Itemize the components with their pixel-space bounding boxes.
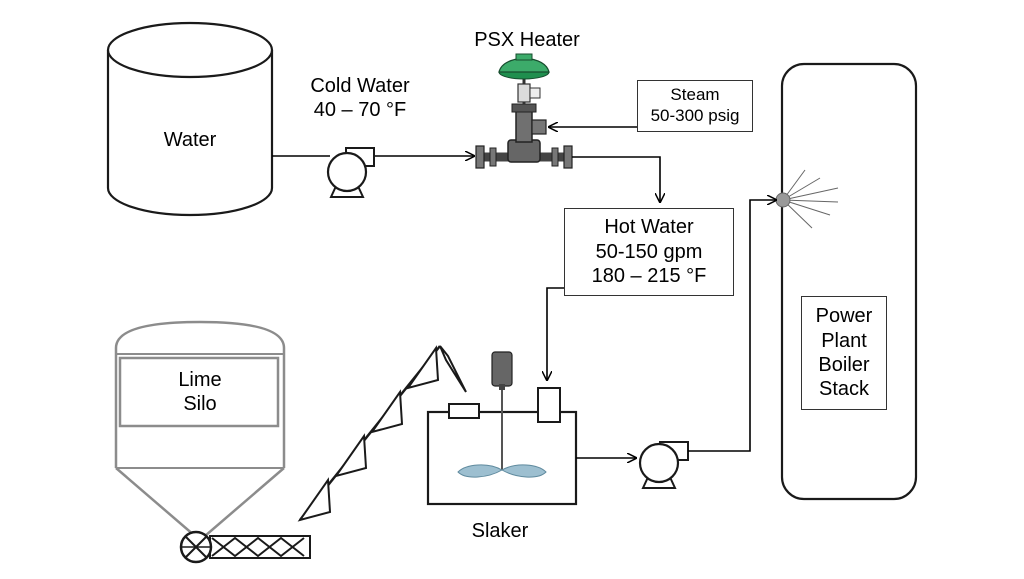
boiler-stack-label-line-4: Stack xyxy=(818,378,870,401)
hot-water-temp-label: 180 – 215 °F xyxy=(591,265,707,288)
boiler-stack-label-line-3: Boiler xyxy=(818,354,870,376)
spray-nozzle-icon xyxy=(775,169,839,229)
boiler-stack-label-line-2: Plant xyxy=(821,329,867,352)
slaker-tank xyxy=(426,351,578,506)
boiler-stack-label-line-1: Power xyxy=(815,305,873,328)
lime-silo-label-line-1: Lime xyxy=(178,369,222,391)
steam-label: Steam xyxy=(670,85,720,105)
cold-water-label: Cold Water 40 – 70 °F xyxy=(290,74,430,123)
screw-conveyor xyxy=(179,530,311,564)
slaker-label: Slaker xyxy=(471,520,529,542)
steam-box: Steam 50-300 psig xyxy=(637,80,753,132)
cold-water-label-line-1: Cold Water xyxy=(310,75,410,97)
psx-heater-title: PSX Heater xyxy=(474,29,580,51)
inclined-conveyor xyxy=(297,345,467,522)
water-tank xyxy=(106,21,274,217)
slurry-pump xyxy=(638,441,689,489)
psx-heater-icon xyxy=(475,53,573,169)
cold-water-temp-label: 40 – 70 °F xyxy=(313,99,407,122)
hot-water-label: Hot Water xyxy=(604,216,694,239)
hot-water-flow-label: 50-150 gpm xyxy=(595,240,703,263)
hot-water-line-1 xyxy=(572,156,660,202)
lime-silo-label: Lime Silo xyxy=(150,368,250,417)
cold-water-pump xyxy=(326,147,375,198)
slurry-line-2 xyxy=(688,200,776,452)
hot-water-line-2 xyxy=(547,287,564,380)
lime-silo xyxy=(114,320,286,538)
boiler-stack xyxy=(780,62,918,501)
boiler-stack-label-box: Power Plant Boiler Stack xyxy=(801,296,887,410)
lime-silo-label-line-2: Silo xyxy=(183,393,217,416)
hot-water-box: Hot Water 50-150 gpm 180 – 215 °F xyxy=(564,208,734,296)
steam-pressure-label: 50-300 psig xyxy=(650,106,740,125)
water-tank-label: Water xyxy=(163,129,217,151)
